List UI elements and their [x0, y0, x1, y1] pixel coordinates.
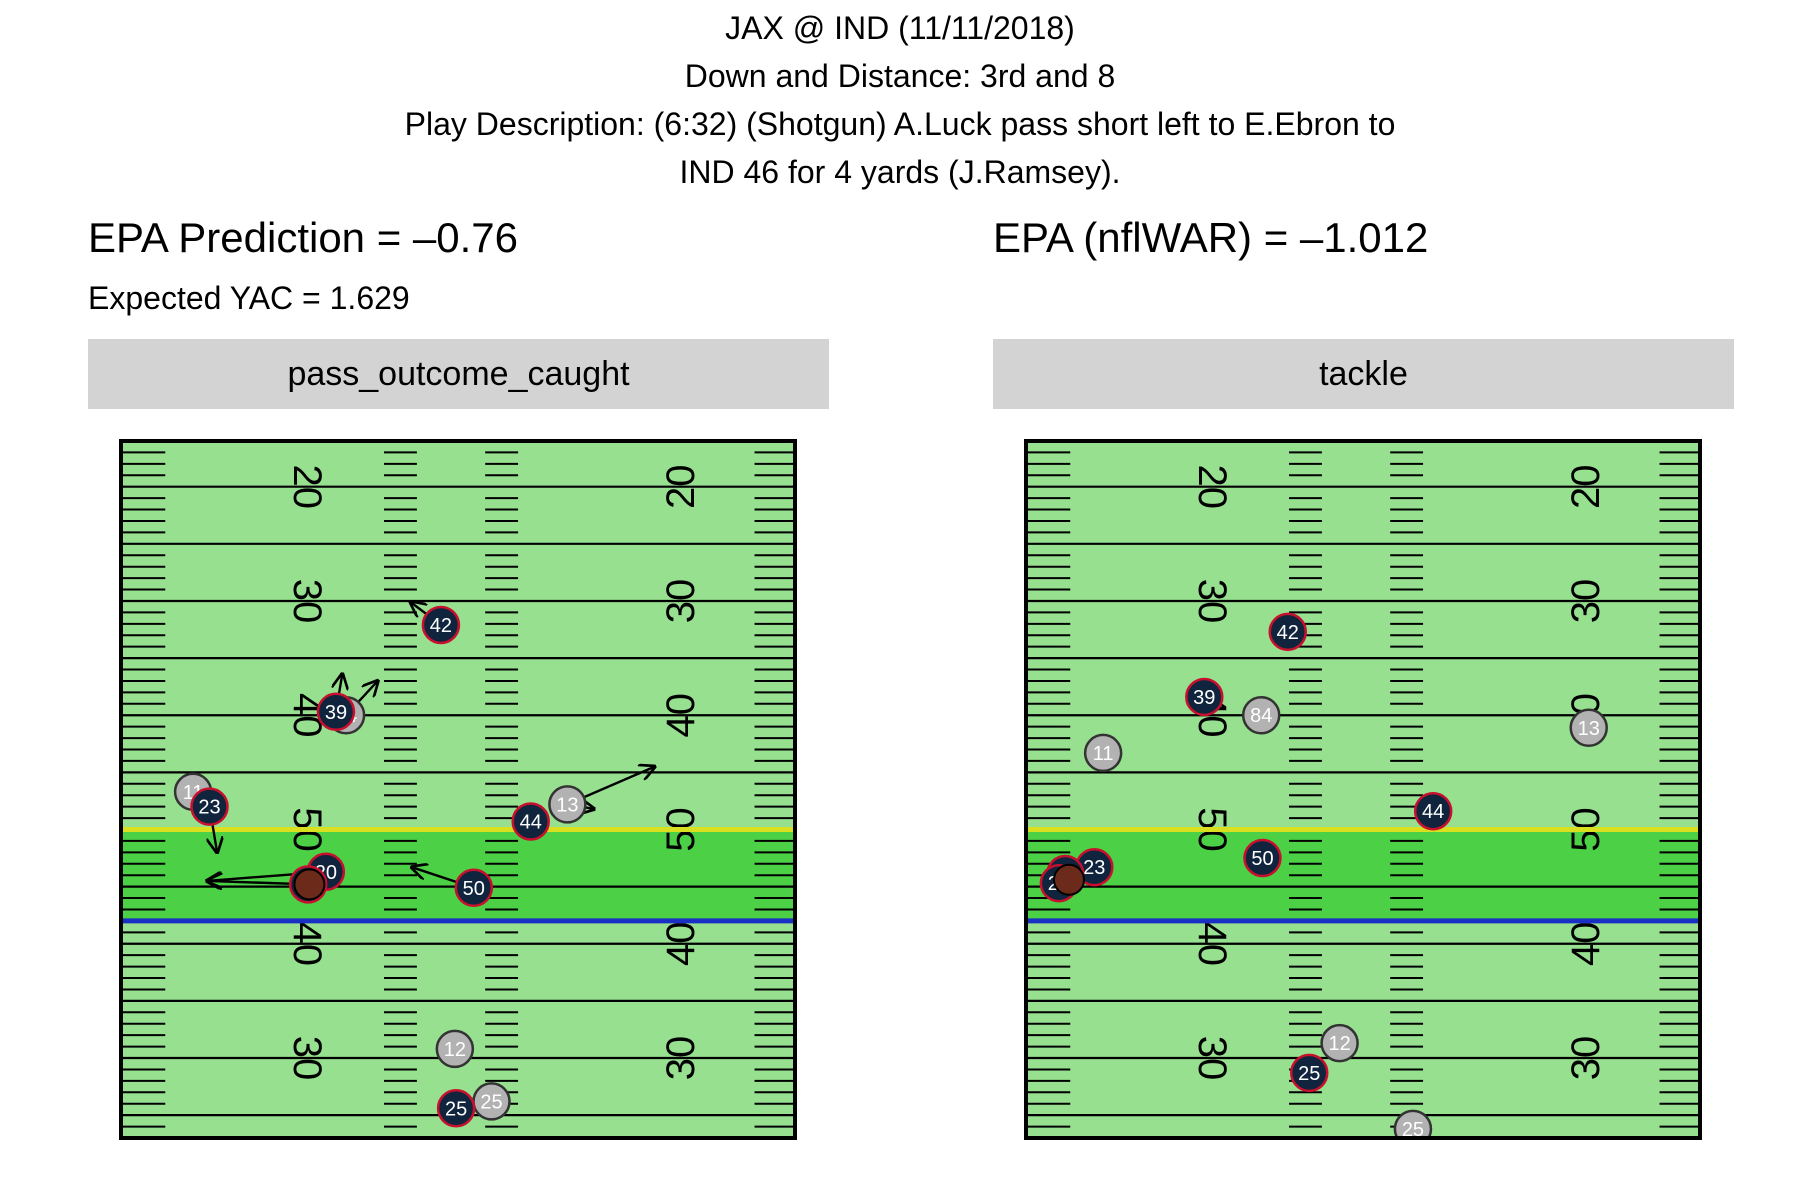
jersey-number: 13	[1578, 718, 1600, 740]
field-body: 2020303040405050404030301184131225423923…	[121, 441, 795, 1138]
player-marker	[435, 1029, 475, 1069]
yard-number: 30	[1190, 1036, 1234, 1081]
offense-player: 12	[1320, 1023, 1359, 1063]
field-body: 2020303040405050404030308413111225423944…	[1026, 441, 1700, 1141]
player-marker	[421, 605, 461, 645]
offense-player: 13	[548, 785, 587, 824]
facet-strip-right: tackle	[993, 339, 1734, 409]
jersey-number: 39	[1193, 687, 1215, 709]
chart-title: JAX @ IND (11/11/2018) Down and Distance…	[0, 4, 1800, 196]
player-marker	[1185, 677, 1224, 717]
player-marker	[1413, 791, 1453, 831]
yard-number: 30	[659, 579, 703, 624]
offense-player: 11	[1083, 733, 1123, 773]
jersey-number: 44	[1422, 801, 1444, 823]
jersey-number: 12	[1328, 1033, 1350, 1055]
yards-to-go-band	[121, 829, 795, 921]
defense-player: 50	[454, 868, 494, 908]
player-marker	[1268, 612, 1308, 652]
player-marker	[1569, 708, 1608, 748]
field-border	[1024, 439, 1702, 1140]
offense-player: 25	[472, 1082, 511, 1121]
yard-number: 30	[285, 579, 329, 624]
title-line-4: IND 46 for 4 yards (J.Ramsey).	[679, 154, 1121, 190]
player-marker	[1083, 733, 1123, 773]
defense-player: 25	[1290, 1053, 1329, 1093]
player-marker	[454, 868, 494, 908]
defense-player: 42	[1268, 612, 1308, 652]
yards-to-go-band	[1026, 829, 1700, 921]
defense-player: 39	[316, 692, 356, 732]
yard-number: 20	[285, 464, 329, 509]
yard-number: 20	[1564, 464, 1608, 509]
yard-number: 30	[1190, 579, 1234, 624]
title-line-1: JAX @ IND (11/11/2018)	[725, 10, 1075, 46]
jersey-number: 23	[198, 797, 220, 819]
yard-number: 30	[1564, 1036, 1608, 1081]
jersey-number: 50	[463, 878, 485, 900]
defense-player: 44	[511, 802, 550, 841]
jersey-number: 25	[480, 1091, 502, 1113]
field-border	[119, 439, 797, 1140]
player-marker	[316, 692, 356, 732]
player-marker	[1243, 838, 1282, 878]
defense-player: 25	[436, 1089, 476, 1128]
yard-number: 40	[285, 922, 329, 967]
field-panel-left: 2020303040405050404030301184131225423923…	[119, 439, 797, 1140]
title-line-3: Play Description: (6:32) (Shotgun) A.Luc…	[404, 106, 1396, 142]
yard-number: 30	[285, 1036, 329, 1081]
defense-player: 50	[1243, 838, 1282, 878]
defense-player: 44	[1413, 791, 1453, 831]
epa-nflwar-label: EPA (nflWAR) = –1.012	[993, 214, 1429, 261]
ball-marker	[1052, 863, 1085, 896]
yard-number: 20	[1190, 464, 1234, 509]
player-marker	[1320, 1023, 1359, 1063]
player-marker	[1290, 1053, 1329, 1093]
player-marker	[548, 785, 587, 824]
yard-number: 20	[659, 464, 703, 509]
offense-player: 25	[1393, 1109, 1433, 1141]
jersey-number: 42	[430, 615, 452, 637]
player-marker	[511, 802, 550, 841]
player-marker	[436, 1089, 476, 1128]
jersey-number: 50	[1251, 848, 1273, 870]
expected-yac-label: Expected YAC = 1.629	[88, 280, 410, 316]
jersey-number: 11	[1093, 743, 1114, 765]
ball-marker	[293, 868, 326, 901]
jersey-number: 25	[1402, 1119, 1424, 1141]
title-line-2: Down and Distance: 3rd and 8	[684, 58, 1116, 94]
jersey-number: 39	[325, 702, 347, 724]
player-marker	[190, 787, 229, 826]
jersey-number: 23	[1083, 857, 1105, 879]
offense-player: 13	[1569, 708, 1608, 748]
jersey-number: 42	[1277, 622, 1299, 644]
jersey-number: 25	[1298, 1063, 1320, 1085]
player-marker	[1393, 1109, 1433, 1138]
jersey-number: 84	[1250, 705, 1272, 727]
field-panel-right: 2020303040405050404030308413111225423944…	[1024, 439, 1702, 1141]
facet-strip-left: pass_outcome_caught	[88, 339, 829, 409]
epa-prediction-label: EPA Prediction = –0.76	[88, 214, 519, 261]
jersey-number: 25	[445, 1098, 467, 1120]
yard-number: 40	[1190, 922, 1234, 967]
yard-number: 40	[1564, 922, 1608, 967]
yard-number: 40	[659, 922, 703, 967]
defense-player: 42	[421, 605, 461, 645]
defense-player: 39	[1185, 677, 1224, 717]
offense-player: 84	[1241, 695, 1281, 735]
yard-number: 40	[659, 693, 703, 738]
offense-player: 12	[435, 1029, 475, 1069]
field-turf	[121, 441, 795, 1138]
jersey-number: 44	[520, 811, 542, 833]
yard-number: 30	[659, 1036, 703, 1081]
yard-number: 30	[1564, 579, 1608, 624]
defense-player: 23	[1075, 847, 1114, 887]
defense-player: 23	[190, 787, 229, 826]
field-turf	[1026, 441, 1700, 1138]
jersey-number: 13	[556, 794, 578, 816]
player-marker	[1241, 695, 1281, 735]
jersey-number: 12	[444, 1039, 466, 1061]
